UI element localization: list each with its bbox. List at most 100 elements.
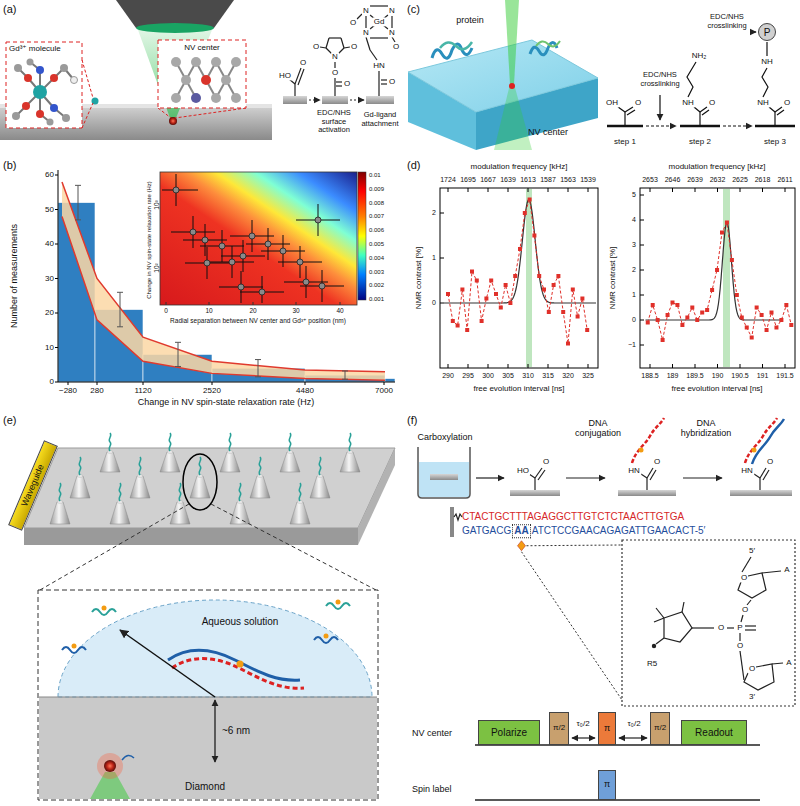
data-point bbox=[784, 303, 788, 307]
plot-frame bbox=[640, 188, 795, 368]
inset-heatmap-part bbox=[358, 172, 366, 300]
error-bar bbox=[178, 342, 179, 366]
data-point bbox=[523, 211, 527, 215]
tick-label: 190.5 bbox=[731, 372, 749, 380]
zoom-illustration bbox=[38, 454, 378, 800]
dna-sequence: CTACTGCTTTAGAGGCTTGTCTCTAACTTGTGA bbox=[462, 511, 684, 523]
surface-chemistry-a-part bbox=[336, 85, 342, 86]
colorbar-tick: 0.003 bbox=[369, 268, 384, 275]
surface-chemistry-c-part bbox=[627, 110, 635, 115]
atom-label: N bbox=[388, 6, 396, 15]
error-bar bbox=[78, 185, 79, 220]
tick-label: 30 bbox=[292, 307, 299, 314]
protein-sensing-illustration bbox=[408, 0, 598, 150]
dna-chemistry-illustration-part bbox=[744, 664, 774, 690]
axis-tick bbox=[740, 364, 741, 368]
surface-chemistry-a-part bbox=[366, 37, 370, 50]
text-label: step 2 bbox=[689, 137, 711, 146]
zoom-illustration-part bbox=[72, 644, 77, 649]
nanopillar-top bbox=[167, 451, 173, 453]
tick-label: 0 bbox=[164, 307, 168, 314]
axis-tick bbox=[55, 313, 58, 314]
tick-label: 1539 bbox=[580, 176, 596, 184]
dna-strand bbox=[299, 483, 301, 501]
surface-chemistry-a-part bbox=[336, 81, 342, 82]
surface-chemistry-a-part bbox=[294, 84, 295, 96]
nanopillar bbox=[280, 452, 300, 472]
nv-microscope-illustration bbox=[0, 0, 272, 140]
lattice-atoms bbox=[171, 57, 241, 103]
axis-title: Change in NV spin-state relaxation rate … bbox=[138, 397, 315, 407]
atom-label: O bbox=[653, 457, 661, 466]
axis-title: Number of measurements bbox=[9, 224, 19, 328]
nanopillar-top bbox=[257, 475, 263, 477]
gd-molecule bbox=[16, 62, 74, 122]
nv-microscope-illustration-part bbox=[82, 103, 93, 128]
axis-tick bbox=[508, 364, 509, 368]
data-point bbox=[561, 310, 565, 314]
text-label: DNA conjugation bbox=[567, 418, 629, 439]
gd-atoms-part bbox=[71, 77, 78, 84]
tick-label: 0 bbox=[432, 299, 436, 307]
dna-chemistry-illustration-part bbox=[454, 514, 462, 520]
dna-strand bbox=[179, 483, 181, 501]
data-point bbox=[265, 241, 271, 247]
dna-strand bbox=[349, 433, 351, 451]
axis-title: modulation frequency [kHz] bbox=[471, 162, 568, 171]
axis-tick bbox=[253, 302, 254, 305]
zoom-illustration-part bbox=[214, 700, 215, 762]
spin-label-leader bbox=[517, 541, 622, 700]
data-point bbox=[661, 338, 665, 342]
node-text: π bbox=[604, 780, 610, 790]
error-bar bbox=[117, 292, 123, 293]
dna-chemistry-illustration-part bbox=[619, 737, 647, 738]
data-point bbox=[518, 247, 522, 251]
surface-chemistry-c-part bbox=[699, 112, 700, 126]
nanopillar-top bbox=[297, 501, 303, 503]
nanopillar bbox=[50, 502, 70, 524]
surface-chemistry-a-part bbox=[295, 68, 301, 84]
histogram-chart bbox=[55, 170, 395, 385]
zoom-illustration-part bbox=[97, 753, 123, 779]
nanopillar bbox=[110, 502, 130, 524]
axis-tick bbox=[695, 364, 696, 368]
axis-tick bbox=[548, 364, 549, 368]
atom-label: O bbox=[634, 98, 642, 107]
axis-title: free evolution interval [ns] bbox=[671, 384, 762, 393]
axis-tick bbox=[55, 347, 58, 348]
axis-tick bbox=[440, 303, 444, 304]
zoom-illustration-part bbox=[336, 600, 341, 605]
nanopillar bbox=[310, 476, 330, 498]
data-point bbox=[725, 221, 729, 225]
data-point bbox=[229, 259, 235, 265]
data-point bbox=[547, 310, 551, 314]
axis-tick bbox=[785, 364, 786, 368]
axis-tick bbox=[640, 245, 644, 246]
surface-chemistry-c-part bbox=[766, 42, 767, 56]
atom-label: HN bbox=[740, 466, 754, 475]
dna-chemistry-illustration-part bbox=[730, 490, 792, 496]
tick-label: 40 bbox=[45, 239, 54, 248]
nv-microscope-illustration-part bbox=[158, 108, 171, 118]
atom-label: N bbox=[388, 28, 396, 37]
lattice-atoms-part bbox=[211, 57, 221, 67]
gd-atoms-part bbox=[36, 110, 44, 118]
data-point bbox=[656, 318, 660, 322]
text-label: NV center bbox=[184, 43, 220, 52]
surface-chemistry-c-part bbox=[752, 31, 756, 32]
dna-chemistry-illustration-part bbox=[476, 477, 504, 478]
axis-tick bbox=[640, 295, 644, 296]
axis-tick bbox=[548, 188, 549, 192]
axis-tick bbox=[762, 364, 763, 368]
nanopillar-top bbox=[77, 475, 83, 477]
zoom-illustration-part bbox=[122, 755, 134, 760]
data-point bbox=[204, 260, 210, 266]
pulse-box: π bbox=[598, 770, 616, 800]
data-point bbox=[700, 311, 704, 315]
histogram-bar bbox=[385, 379, 395, 382]
atom-label: O bbox=[717, 623, 725, 632]
waveguide-chip-illustration-part bbox=[24, 528, 358, 545]
surface-chemistry-c-part bbox=[769, 107, 775, 112]
data-point bbox=[219, 243, 225, 249]
zoom-illustration-part bbox=[183, 454, 217, 510]
